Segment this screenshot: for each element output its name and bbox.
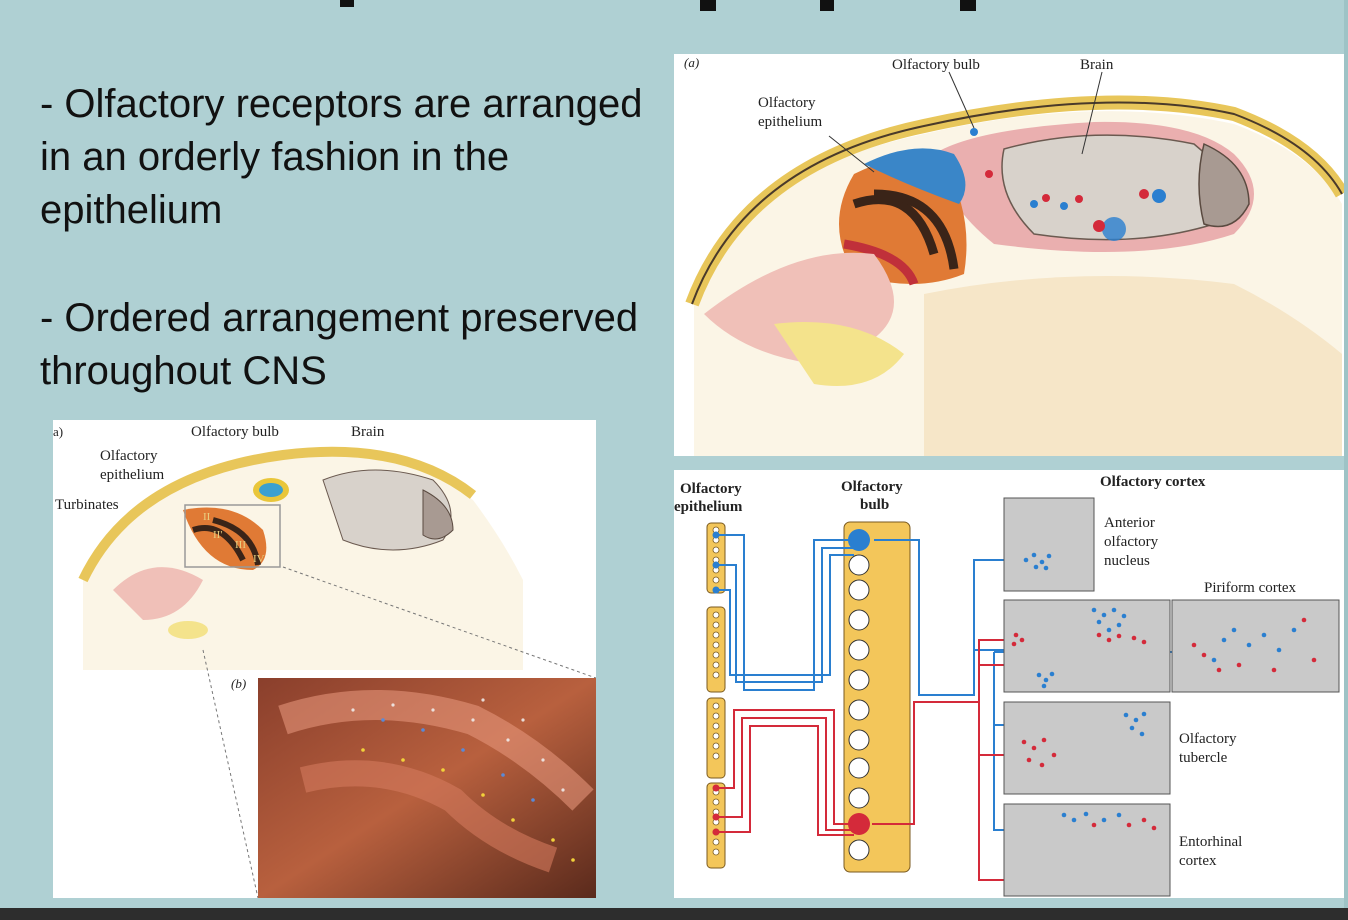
left-olfactory-bulb-label: Olfactory bulb (191, 424, 279, 440)
left-epithelium-line2: epithelium (100, 467, 164, 483)
olfactory-bulb-label: Olfactory bulb (892, 57, 980, 73)
col-cortex: Olfactory cortex (1100, 474, 1206, 490)
brain-label: Brain (1080, 57, 1114, 73)
turbinates-label: Turbinates (55, 497, 119, 513)
epithelium-label-line1: Olfactory (758, 95, 816, 111)
piriform-cortex-box-extension (1171, 599, 1340, 693)
circuit-diagram: Olfactory epithelium Olfactory bulb Olfa… (674, 474, 1340, 897)
epithelium-strip (706, 522, 726, 869)
col-bulb-line2: bulb (860, 497, 889, 513)
turbinate-id: IV (253, 553, 265, 565)
col-epithelium-line2: epithelium (674, 499, 743, 515)
figure-left-panel: a) Olfactory bulb Brain Olfactory epithe… (53, 420, 596, 898)
turbinate-id: III (235, 539, 246, 551)
turbinate-id: II' (213, 529, 222, 541)
epithelium-label-line2: epithelium (758, 114, 822, 130)
figure-a-panel: (a) Olfactory bulb Brain Olfactory epith… (674, 54, 1344, 456)
entorhinal-label-2: cortex (1179, 853, 1217, 869)
inset-b-label: (b) (231, 676, 246, 691)
figure-a-label: (a) (684, 55, 699, 70)
figure-left-label: a) (53, 424, 63, 439)
anterior-label-2: olfactory (1104, 534, 1159, 550)
circuit-panel: Olfactory epithelium Olfactory bulb Olfa… (674, 470, 1344, 898)
entorhinal-cortex-box (1003, 803, 1171, 897)
bottom-bar (0, 908, 1348, 920)
piriform-label: Piriform cortex (1204, 580, 1297, 596)
figure-left-illustration: a) Olfactory bulb Brain Olfactory epithe… (53, 424, 596, 898)
anterior-label-3: nucleus (1104, 553, 1150, 569)
anterior-label-1: Anterior (1104, 515, 1155, 531)
turbinate-id: II (203, 511, 211, 523)
slide-title-fragment (300, 0, 1200, 31)
left-epithelium-line1: Olfactory (100, 448, 158, 464)
tubercle-label-2: tubercle (1179, 750, 1228, 766)
anterior-olfactory-nucleus-box (1003, 497, 1095, 592)
col-epithelium-line1: Olfactory (680, 481, 742, 497)
bullet-1: - Olfactory receptors are arranged in an… (40, 82, 643, 232)
title-glyph-tails (340, 0, 976, 11)
entorhinal-label-1: Entorhinal (1179, 834, 1242, 850)
left-brain-label: Brain (351, 424, 385, 440)
window-edge (1344, 0, 1348, 920)
bullet-2: - Ordered arrangement preserved througho… (40, 296, 639, 393)
piriform-cortex-box (1003, 599, 1171, 693)
red-dot-clusters (1011, 617, 1317, 831)
col-bulb-line1: Olfactory (841, 479, 903, 495)
blue-dot-clusters (1023, 552, 1297, 823)
tubercle-label-1: Olfactory (1179, 731, 1237, 747)
bulb-column (843, 521, 911, 873)
olfactory-tubercle-box (1003, 701, 1171, 795)
figure-a-illustration: (a) Olfactory bulb Brain Olfactory epith… (684, 55, 1344, 456)
